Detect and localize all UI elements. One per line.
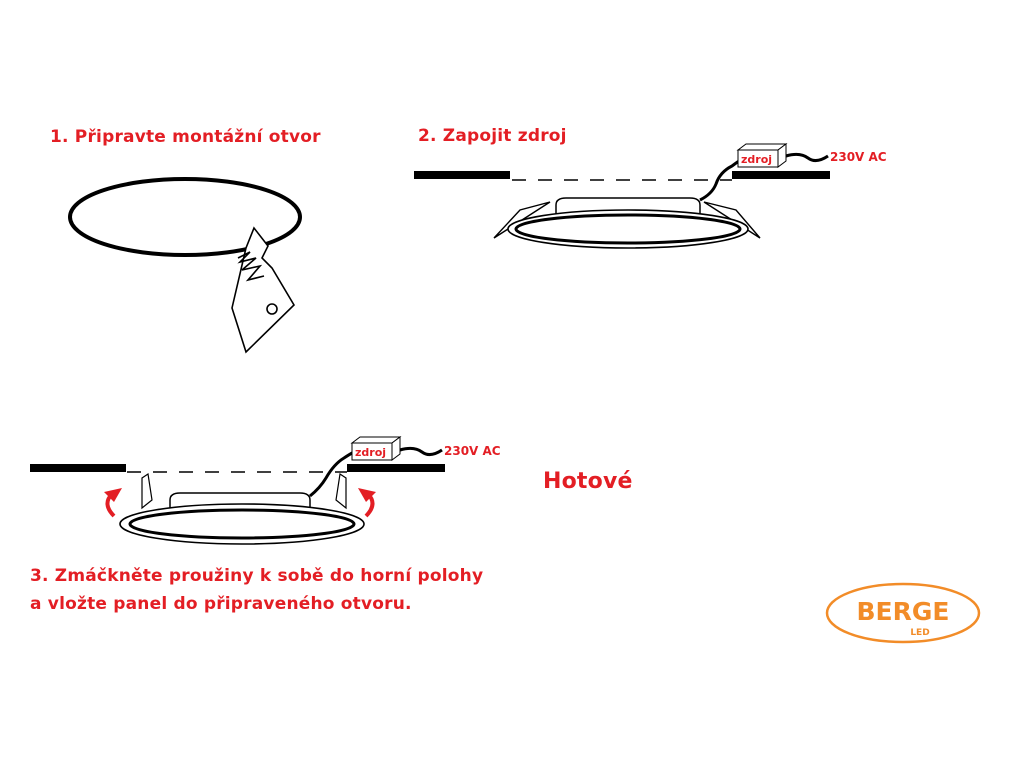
step3-illustration: zdroj 230V AC: [30, 436, 501, 545]
driver-box-icon: zdroj: [736, 143, 788, 168]
left-curved-arrow-icon: [104, 488, 122, 518]
driver-box-icon: zdroj: [350, 436, 402, 461]
step3-title-line1: 3. Zmáčkněte proužiny k sobě do horní po…: [30, 566, 484, 586]
ceiling-right: [347, 464, 445, 472]
step1-title: 1. Připravte montážní otvor: [50, 127, 321, 147]
drywall-saw-icon: [231, 226, 296, 354]
driver-label: zdroj: [355, 446, 386, 459]
step1-illustration: [68, 177, 302, 354]
step2-title: 2. Zapojit zdroj: [418, 126, 567, 146]
led-panel-rim: [119, 503, 365, 545]
led-panel-rim: [507, 209, 749, 249]
ceiling-right: [732, 171, 830, 179]
ceiling-left: [414, 171, 510, 179]
right-curved-arrow-icon: [358, 488, 376, 518]
voltage-label: 230V AC: [830, 150, 887, 164]
mounting-hole-outline: [68, 177, 302, 257]
driver-label: zdroj: [741, 153, 772, 166]
logo-name: BERGE: [857, 597, 950, 626]
logo-sub: LED: [910, 628, 929, 638]
ceiling-left: [30, 464, 126, 472]
done-label: Hotové: [543, 469, 633, 494]
step2-illustration: zdroj 230V AC: [414, 143, 887, 249]
voltage-label: 230V AC: [444, 444, 501, 458]
step3-title-line2: a vložte panel do připraveného otvoru.: [30, 594, 412, 614]
berge-led-logo: BERGE LED: [825, 582, 981, 644]
